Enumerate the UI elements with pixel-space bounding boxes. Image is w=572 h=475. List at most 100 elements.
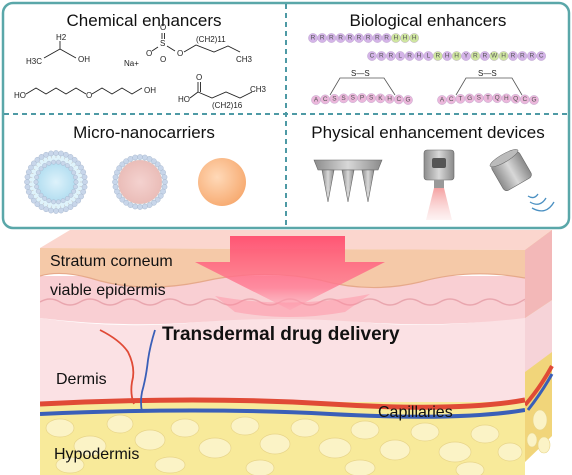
lipid-head: [33, 179, 39, 185]
lipid-head: [75, 160, 82, 167]
svg-text:H2: H2: [56, 33, 67, 42]
ultrasound-device-icon: [489, 149, 555, 212]
peptide-bead: [432, 51, 443, 61]
capillary-artery: [40, 397, 525, 410]
svg-text:OH: OH: [78, 55, 90, 64]
dermis-label: Dermis: [56, 371, 107, 388]
peptide-bead-letter: R: [384, 35, 389, 42]
peptide-bead-letter: R: [482, 53, 487, 60]
capillaries-label: Capillaries: [378, 404, 453, 421]
peptide-bead: [508, 51, 518, 61]
peptide-bead-letter: P: [360, 95, 364, 102]
peptide-bead-letter: R: [379, 53, 384, 60]
peptide-bead-letter: C: [396, 96, 401, 103]
svg-text:CH3: CH3: [236, 55, 253, 64]
lipid-head: [127, 156, 134, 162]
micro-title: Micro-nanocarriers: [73, 123, 215, 142]
lipid-head: [35, 188, 41, 194]
lipid-head: [24, 184, 31, 190]
lipid-head: [116, 165, 123, 171]
lipid-head: [132, 154, 138, 161]
lipid-head: [28, 164, 34, 171]
lipid-head: [53, 208, 59, 214]
glycol-molecule: HO O OH: [14, 86, 156, 100]
peptide-bead: [403, 95, 413, 105]
peptide-bead-letter: A: [440, 97, 445, 104]
lipid-head: [154, 161, 161, 168]
peptide-bead-letter: H: [387, 95, 392, 102]
peptide-bead-letter: A: [314, 97, 319, 104]
lipid-head: [160, 188, 166, 195]
fatty-acid-molecule: HO O (CH2)16 CH3: [178, 73, 267, 110]
lipid-head: [30, 197, 37, 204]
lipid-head: [28, 193, 34, 200]
svg-text:S—S: S—S: [478, 69, 497, 78]
lipid-head: [48, 207, 54, 214]
lipid-head: [161, 184, 168, 190]
lipid-head: [56, 159, 61, 165]
lipid-head: [34, 174, 39, 180]
viable-epidermis-label: viable epidermis: [50, 282, 166, 299]
dermis-layer: [40, 316, 525, 402]
capillary-vein: [40, 408, 525, 419]
peptide-bead-letter: W: [491, 53, 498, 60]
peptide-bead-letter: T: [458, 95, 462, 102]
lipid-head: [146, 202, 153, 208]
laser-device-icon: [423, 149, 455, 220]
peptide-bead-letter: R: [520, 53, 525, 60]
lipid-head: [71, 201, 78, 208]
peptide-bead: [385, 51, 396, 61]
physical-title: Physical enhancement devices: [311, 123, 544, 142]
svg-text:S: S: [160, 39, 165, 48]
svg-text:Na+: Na+: [124, 59, 139, 68]
lipid-head: [24, 179, 30, 185]
svg-text:O: O: [146, 49, 152, 58]
lipid-head: [75, 197, 82, 204]
peptide-bead-letter: H: [412, 35, 417, 42]
lipid-head: [42, 196, 48, 201]
lipid-head: [78, 193, 84, 200]
lipid-head: [119, 161, 126, 168]
svg-text:O: O: [196, 73, 202, 82]
liposome-icon: [112, 154, 168, 210]
peptide-bead-letter: R: [357, 35, 362, 42]
lipid-head: [157, 193, 164, 199]
lipid-head: [43, 151, 49, 158]
lipid-head: [137, 154, 143, 160]
dermis-vessel-red: [99, 329, 135, 405]
sds-molecule: Na+ O S O O O (CH2)11 CH3: [124, 23, 253, 68]
peptide-bead-letter: H: [393, 35, 398, 42]
svg-text:O: O: [86, 91, 92, 100]
lipid-head: [80, 169, 87, 175]
lipid-head: [53, 150, 59, 156]
lipid-head: [30, 160, 37, 167]
lipid-head: [24, 174, 31, 180]
peptide-bead-letter: T: [486, 95, 490, 102]
peptide-bead-letter: S: [332, 95, 337, 102]
peptide-bead-letter: K: [378, 95, 383, 102]
peptide-bead-letter: L: [427, 53, 431, 60]
lipid-head: [123, 158, 129, 165]
peptide-bead-letter: H: [501, 53, 506, 60]
peptide-bead-letter: Q: [513, 95, 518, 102]
lipid-head: [82, 179, 88, 185]
dermis-vessel-blue: [140, 329, 156, 413]
lipid-head: [137, 204, 143, 210]
peptide-bead-letter: G: [405, 97, 410, 104]
lipid-head: [64, 163, 70, 168]
stratum-corneum-label: Stratum corneum: [50, 253, 173, 270]
svg-text:S—S: S—S: [351, 69, 370, 78]
skin-block: Stratum corneum viable epidermis Transde…: [40, 230, 554, 475]
peptide-bead: [479, 51, 490, 61]
lipid-head: [123, 199, 129, 206]
lipid-head: [81, 174, 88, 180]
peptide-bead-letter: C: [539, 53, 544, 60]
peptide-bead: [409, 33, 420, 43]
hypodermis-label: Hypodermis: [54, 446, 139, 463]
svg-text:HO: HO: [14, 91, 26, 100]
lipid-head: [112, 174, 119, 180]
lipid-head: [38, 204, 45, 210]
